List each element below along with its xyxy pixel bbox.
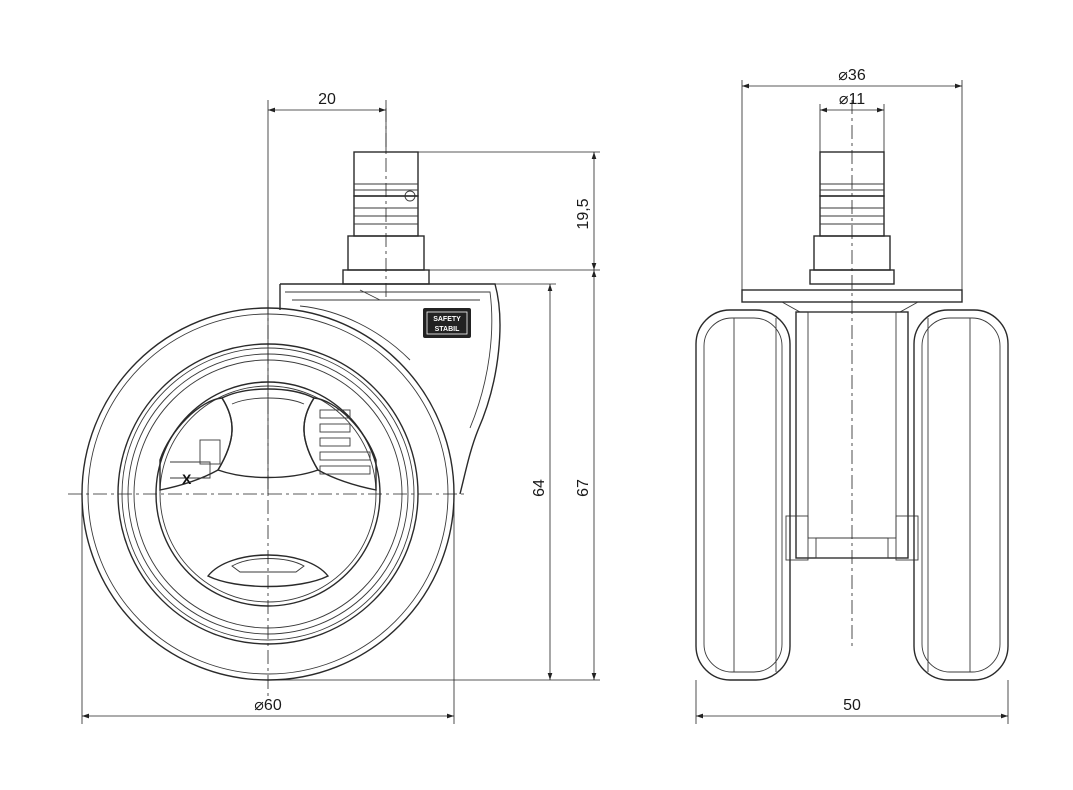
wheel-mark: X [182, 471, 192, 487]
dim-wheel-height: 64 [531, 479, 548, 497]
dim-total-height: 67 [575, 479, 592, 497]
dim-stem-height: 19,5 [575, 198, 592, 229]
front-view [695, 100, 1009, 681]
dim-total-width: 50 [843, 697, 861, 714]
logo-line1: SAFETY [433, 316, 461, 323]
side-view: SAFETY STABIL [68, 108, 501, 700]
brand-logo: SAFETY STABIL [423, 308, 471, 338]
dim-plate-diameter: ⌀36 [838, 67, 866, 84]
dim-wheel-diameter: ⌀60 [254, 697, 282, 714]
side-dimensions: 20 19,5 64 67 ⌀60 [81, 91, 600, 724]
front-dimensions: ⌀36 ⌀11 50 [695, 67, 1009, 724]
front-left-wheel [695, 309, 791, 681]
dim-stem-offset: 20 [318, 91, 336, 108]
dim-stem-diameter: ⌀11 [839, 91, 865, 108]
logo-line2: STABIL [435, 326, 460, 333]
side-housing: SAFETY STABIL [279, 283, 501, 495]
front-right-wheel [913, 309, 1009, 681]
